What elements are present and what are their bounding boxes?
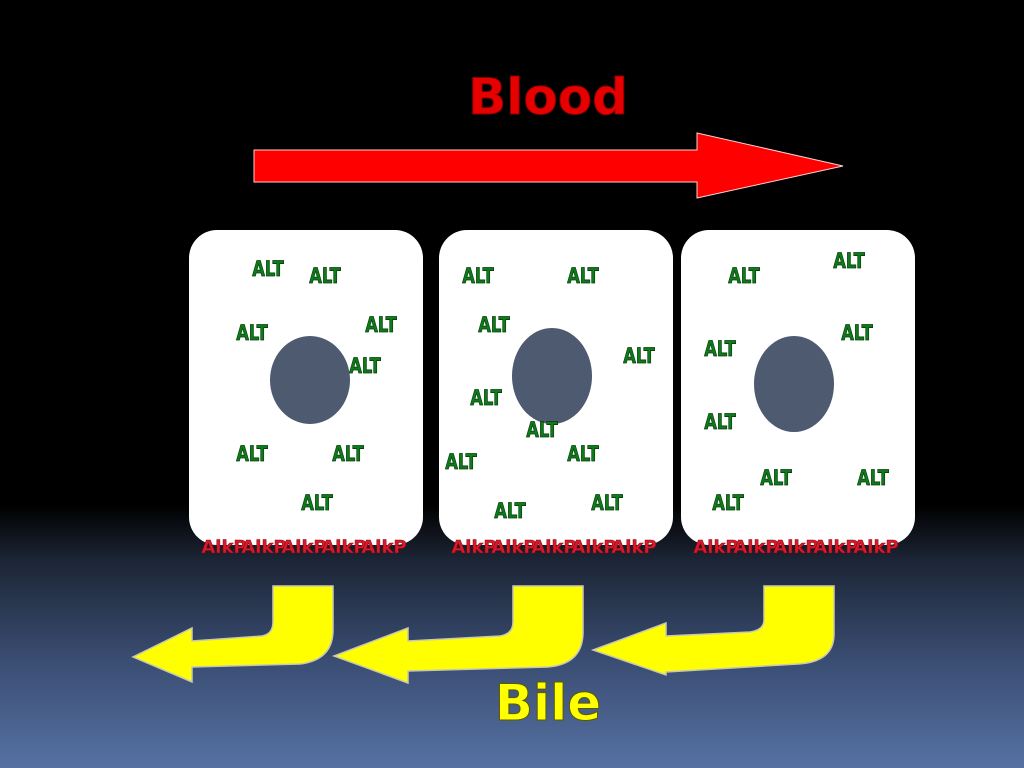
alt-enzyme-label: ALT [591, 492, 623, 515]
alkp-enzyme-label: AlkP [813, 537, 858, 558]
alt-enzyme-label: ALT [309, 265, 341, 288]
cell-3-alt-group: ALT ALT ALT ALT ALT ALT ALT ALT [704, 250, 889, 516]
alt-enzyme-label: ALT [478, 314, 510, 337]
alt-enzyme-label: ALT [301, 492, 333, 515]
alt-enzyme-label: ALT [760, 467, 792, 490]
blood-title: Blood [468, 68, 628, 126]
alt-enzyme-label: ALT [462, 265, 494, 288]
alt-enzyme-label: ALT [567, 265, 599, 288]
bile-flow-arrow-1 [131, 585, 334, 684]
alkp-enzyme-label: AlkP [201, 537, 246, 558]
alt-enzyme-label: ALT [704, 338, 736, 361]
alkp-enzyme-label: AlkP [693, 537, 738, 558]
cell-3-nucleus [754, 336, 834, 432]
bile-flow-arrow-3 [590, 585, 835, 677]
alt-enzyme-label: ALT [567, 443, 599, 466]
alt-enzyme-label: ALT [728, 265, 760, 288]
cell-1-nucleus [270, 336, 350, 424]
alt-enzyme-label: ALT [526, 419, 558, 442]
cell-2-nucleus [512, 328, 592, 424]
alkp-enzyme-label: AlkP [733, 537, 778, 558]
alkp-enzyme-label: AlkP [773, 537, 818, 558]
alkp-enzyme-label: AlkP [611, 537, 656, 558]
alt-enzyme-label: ALT [494, 500, 526, 523]
alt-enzyme-label: ALT [704, 411, 736, 434]
bile-flow-arrow-2 [331, 585, 584, 685]
bile-label: Bile [495, 674, 601, 732]
cell-1-alt-group: ALT ALT ALT ALT ALT ALT ALT ALT [236, 258, 397, 516]
alt-enzyme-label: ALT [252, 258, 284, 281]
alt-enzyme-label: ALT [712, 492, 744, 515]
alt-enzyme-label: ALT [841, 322, 873, 345]
alt-enzyme-label: ALT [445, 451, 477, 474]
alkp-enzyme-label: AlkP [491, 537, 536, 558]
alt-enzyme-label: ALT [857, 467, 889, 490]
alkp-enzyme-label: AlkP [361, 537, 406, 558]
alkp-enzyme-label: AlkP [531, 537, 576, 558]
alt-enzyme-label: ALT [236, 443, 268, 466]
alt-enzyme-label: ALT [365, 314, 397, 337]
cell-2-alt-group: ALT ALT ALT ALT ALT ALT ALT ALT ALT ALT [445, 265, 655, 524]
alkp-enzyme-label: AlkP [281, 537, 326, 558]
alt-enzyme-label: ALT [349, 355, 381, 378]
alt-enzyme-label: ALT [470, 387, 502, 410]
alt-enzyme-label: ALT [623, 345, 655, 368]
alkp-enzyme-label: AlkP [241, 537, 286, 558]
alt-enzyme-label: ALT [236, 322, 268, 345]
alt-enzyme-label: ALT [833, 250, 865, 273]
alt-enzyme-label: ALT [332, 443, 364, 466]
alkp-enzyme-label: AlkP [451, 537, 496, 558]
blood-flow-arrow [253, 132, 844, 199]
alkp-enzyme-label: AlkP [571, 537, 616, 558]
alkp-enzyme-label: AlkP [853, 537, 898, 558]
alkp-enzyme-label: AlkP [321, 537, 366, 558]
